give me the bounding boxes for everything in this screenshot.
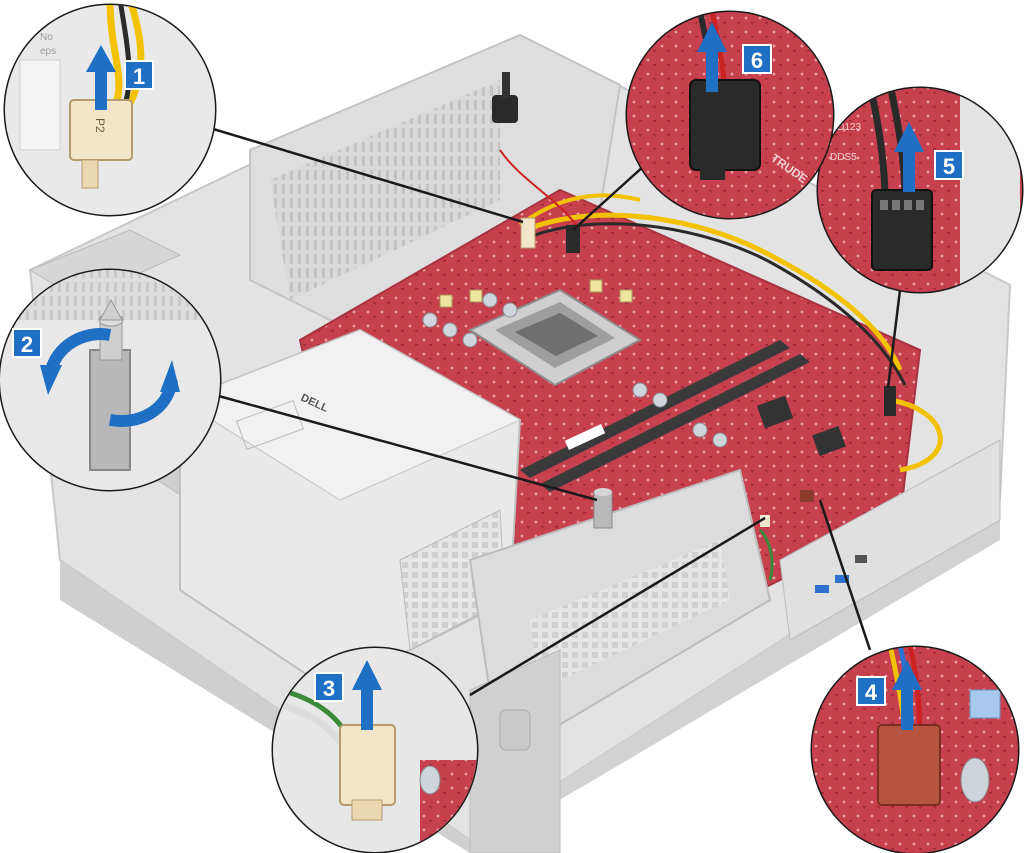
drive-cage xyxy=(468,468,772,853)
ram-slot xyxy=(540,354,810,492)
leader-lines xyxy=(209,126,902,697)
connector-5-location xyxy=(884,386,896,416)
front-io-panel xyxy=(779,439,1001,641)
board-text-5a: ND123 xyxy=(830,122,862,133)
power-supply-unit: DELL xyxy=(178,328,522,692)
callout-number-2: 2 xyxy=(12,328,42,358)
callout-1-zoom: P2 No eps xyxy=(3,3,217,217)
callout-5-zoom: ND123 DDS5 xyxy=(816,86,1024,294)
connector-3-location xyxy=(760,515,770,527)
connector-1-location xyxy=(520,217,536,249)
standoff-screw-small xyxy=(593,488,613,529)
callout-number-4: 4 xyxy=(856,676,886,706)
board-text-5b: DDS5 xyxy=(830,152,857,163)
callout-4-zoom xyxy=(810,645,1020,853)
up-arrow-icon xyxy=(352,660,382,730)
ram-slot xyxy=(520,340,790,478)
intrusion-switch xyxy=(492,95,518,123)
up-arrow-icon xyxy=(894,122,924,192)
up-arrow-icon xyxy=(697,22,727,92)
callout-number-6: 6 xyxy=(742,44,772,74)
cables xyxy=(499,149,943,581)
up-arrow-icon xyxy=(86,45,116,110)
callout-number-1: 1 xyxy=(124,60,154,90)
callout-number-5: 5 xyxy=(934,150,964,180)
sticker-text-2: eps xyxy=(40,46,56,57)
sticker-text-1: No xyxy=(40,32,53,43)
connector-4-location xyxy=(800,490,814,502)
p2-label: P2 xyxy=(93,118,107,133)
callout-number-3: 3 xyxy=(314,672,344,702)
callout-6-zoom: TRUDE xyxy=(625,10,835,220)
connector-6-location xyxy=(566,225,580,253)
callout-2-zoom xyxy=(0,268,222,492)
up-arrow-icon xyxy=(892,660,922,730)
